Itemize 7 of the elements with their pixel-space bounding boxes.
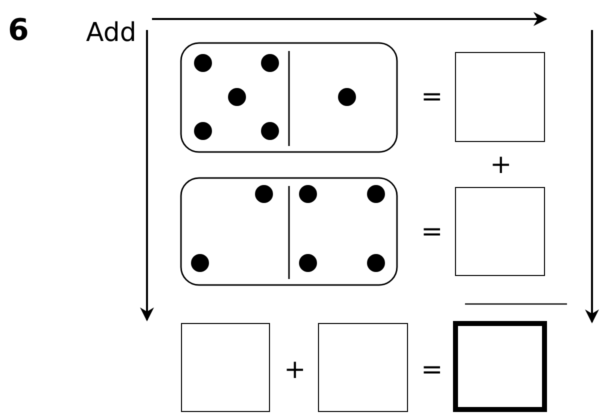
plus-sign: + [284, 357, 306, 383]
equals-sign: = [421, 219, 443, 245]
equals-sign: = [421, 84, 443, 110]
instruction-text: Add [86, 20, 136, 46]
question-number: 6 [8, 16, 29, 46]
plus-sign: + [490, 152, 512, 178]
equals-sign: = [421, 357, 443, 383]
